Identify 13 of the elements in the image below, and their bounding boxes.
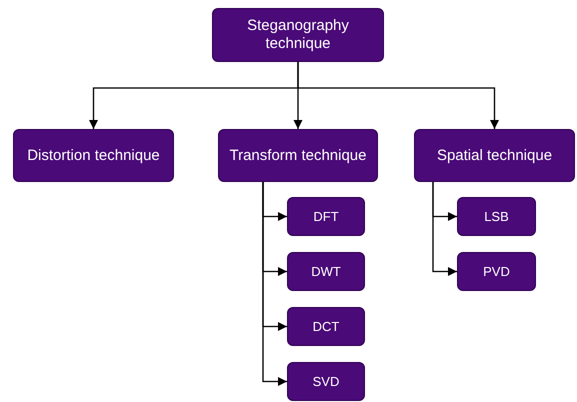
method-box: LSB [457, 197, 536, 236]
category-box: Transform technique [218, 129, 378, 182]
method-box: SVD [287, 362, 365, 401]
category-box: Distortion technique [13, 129, 174, 182]
method-box: PVD [457, 252, 536, 291]
root-box: Steganography technique [212, 8, 384, 62]
method-box: DCT [287, 307, 365, 346]
method-box: DWT [287, 252, 365, 291]
arrow [432, 182, 457, 276]
method-box: DFT [287, 197, 365, 236]
arrow [297, 62, 500, 129]
category-box: Spatial technique [414, 129, 575, 182]
arrow [262, 182, 287, 386]
